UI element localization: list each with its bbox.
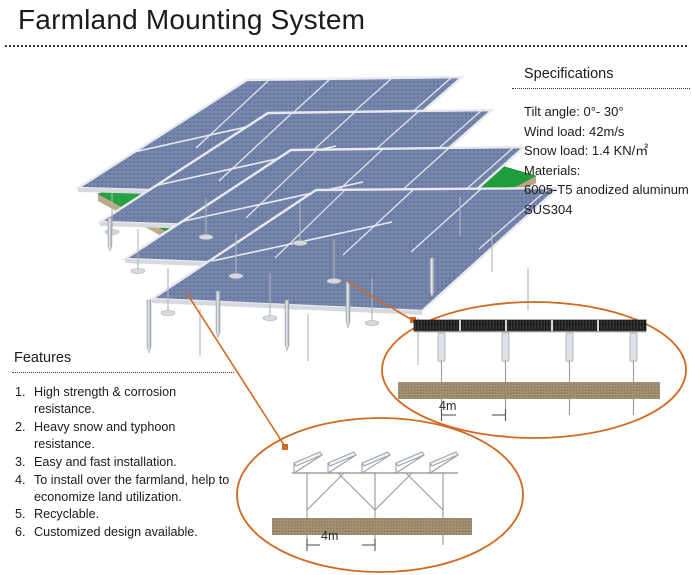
tilted-modules-side	[293, 451, 459, 474]
front-columns	[437, 332, 638, 415]
panel-row-2	[184, 232, 596, 256]
feature-item: Recyclable.	[15, 506, 100, 523]
callout-marker-front	[410, 317, 416, 323]
spec-item-tilt-angle: Tilt angle: 0°- 30°	[524, 104, 624, 119]
specifications-panel: Specifications Tilt angle: 0°- 30° Wind …	[512, 66, 690, 219]
features-heading: Features	[14, 350, 72, 366]
feature-item: Easy and fast installation.	[15, 454, 177, 471]
specifications-heading: Specifications	[524, 66, 614, 82]
module-strip-front	[413, 319, 647, 333]
features-divider	[12, 372, 234, 373]
detail-ellipse-front	[381, 301, 687, 439]
array-post-feet	[104, 229, 380, 326]
panel-row-5	[96, 108, 496, 234]
spec-item-materials: Materials:	[524, 162, 581, 178]
callout-marker-side	[282, 444, 288, 450]
array-support-posts	[111, 193, 529, 365]
feature-item: Customized design available.	[15, 524, 198, 541]
panel-row-6	[74, 75, 466, 199]
feature-item: To install over the farmland, help to ec…	[15, 472, 230, 504]
ground-beam-front	[398, 382, 660, 399]
array-posts-below-slab	[107, 217, 435, 354]
specifications-list: Tilt angle: 0°- 30° Wind load: 42m/s Sno…	[524, 102, 690, 219]
spec-item-wind-load: Wind load: 42m/s	[524, 123, 625, 139]
dimension-label-front: 4m	[439, 399, 457, 413]
panel-row-4	[121, 145, 528, 273]
title-divider	[5, 45, 687, 47]
callout-line-front	[347, 281, 415, 322]
spec-item-stainless: SUS304	[524, 201, 573, 217]
feature-item: Heavy snow and typhoon resistance.	[15, 419, 176, 452]
farmland-ground	[97, 117, 537, 310]
panel-row-3	[148, 186, 562, 315]
spec-item-snow-load: Snow load: 1.4 KN/㎡	[524, 143, 649, 158]
page-title: Farmland Mounting System	[18, 4, 366, 35]
detail-ellipse-side	[236, 417, 524, 573]
detail-side-elevation	[236, 417, 524, 573]
dimension-label-side: 4m	[321, 529, 339, 543]
spec-item-aluminum: 6005-T5 anodized aluminum	[524, 182, 689, 197]
features-list: High strength & corrosion resistance. He…	[8, 384, 238, 542]
detail-front-elevation	[381, 301, 687, 439]
side-columns	[306, 472, 444, 545]
dimension-side	[306, 539, 376, 551]
ground-beam-side	[272, 518, 472, 535]
feature-item: High strength & corrosion resistance.	[15, 384, 177, 417]
features-panel: Features High strength & corrosion resis…	[8, 350, 238, 542]
specifications-divider	[512, 88, 690, 89]
